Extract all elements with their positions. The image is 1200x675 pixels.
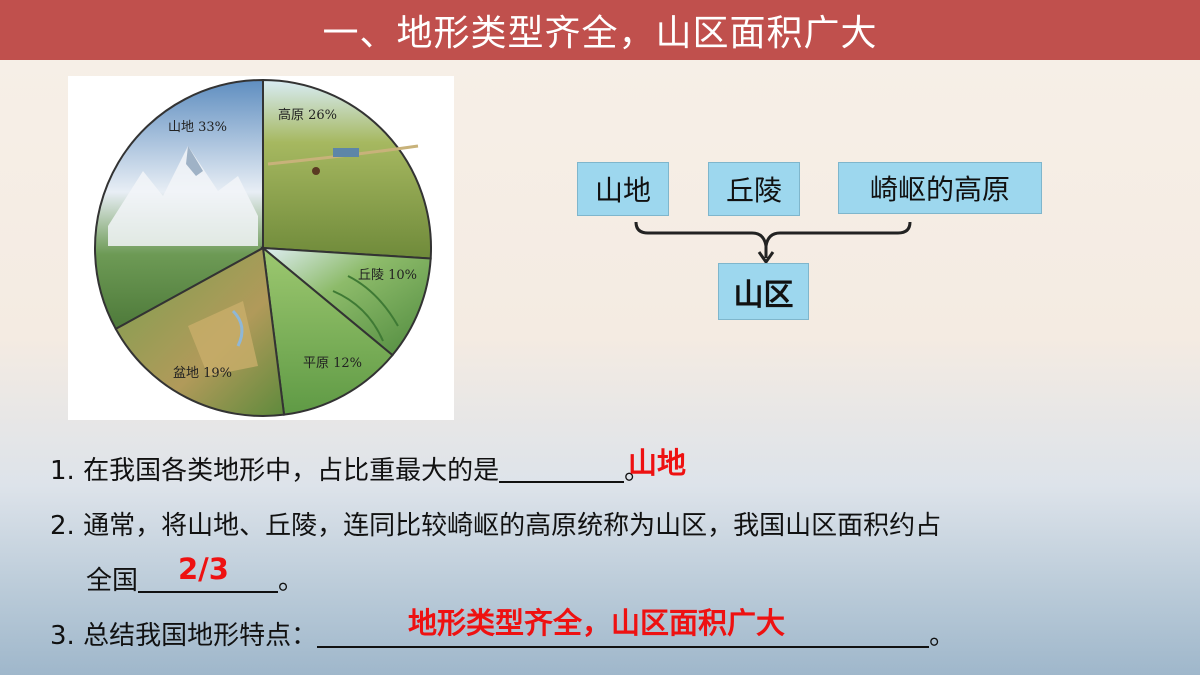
hill-terrace-decoration-2 [332, 290, 384, 342]
peak-shadow-decoration [186, 146, 203, 176]
question-1-text: 1. 在我国各类地形中，占比重最大的是 [50, 456, 500, 486]
slice-label-mountain: 山地 33% [168, 120, 228, 135]
rider-decoration [312, 167, 320, 175]
slice-label-basin: 盆地 19% [173, 366, 233, 381]
brace-arrow-icon [757, 251, 775, 265]
question-2-end: 。 [278, 566, 305, 596]
slice-label-plain: 平原 12% [303, 356, 363, 371]
question-1-blank[interactable] [499, 457, 625, 483]
box-hill: 丘陵 [708, 162, 800, 216]
box-rugged-plateau: 崎岖的高原 [838, 162, 1042, 214]
brace-line [634, 221, 912, 247]
slice-label-hill: 丘陵 10% [358, 268, 418, 283]
answer-1: 山地 [628, 446, 687, 480]
snow-peaks-decoration [108, 146, 258, 246]
answer-2: 2/3 [178, 552, 229, 586]
hill-terrace-decoration-1 [347, 275, 399, 327]
terrain-pie-illustration: 山地 33% 高原 26% 丘陵 10% 平原 12% 盆地 19% [68, 76, 454, 420]
basin-river-decoration [231, 309, 244, 347]
slice-label-plateau: 高原 26% [278, 108, 338, 123]
pie-slices [94, 78, 432, 417]
box-mountain: 山地 [577, 162, 669, 216]
question-3-blank[interactable] [317, 622, 930, 648]
terrain-pie-svg [94, 78, 432, 417]
question-3-text: 3. 总结我国地形特点： [50, 621, 318, 651]
question-1: 1. 在我国各类地形中，占比重最大的是 。 [50, 450, 650, 487]
question-2-line-1: 2. 通常，将山地、丘陵，连同比较崎岖的高原统称为山区，我国山区面积约占 [50, 511, 942, 541]
question-3-end: 。 [929, 621, 956, 651]
question-2-text-2: 全国 [86, 566, 139, 596]
pie-slice-hill [259, 246, 432, 357]
pie-slice-plateau [262, 78, 432, 260]
question-1-end: 。 [624, 456, 651, 486]
plateau-bus-decoration [333, 148, 359, 157]
question-3: 3. 总结我国地形特点： 。 [50, 615, 955, 652]
question-2-line-2: 全国 。 [86, 560, 304, 597]
answer-3: 地形类型齐全，山区面积广大 [408, 606, 786, 640]
question-2-blank[interactable] [138, 567, 279, 593]
title-bar: 一、地形类型齐全，山区面积广大 [0, 0, 1200, 60]
box-mountain-region: 山区 [718, 263, 809, 320]
page-title: 一、地形类型齐全，山区面积广大 [322, 13, 878, 54]
pie-slice-plain [261, 245, 394, 416]
